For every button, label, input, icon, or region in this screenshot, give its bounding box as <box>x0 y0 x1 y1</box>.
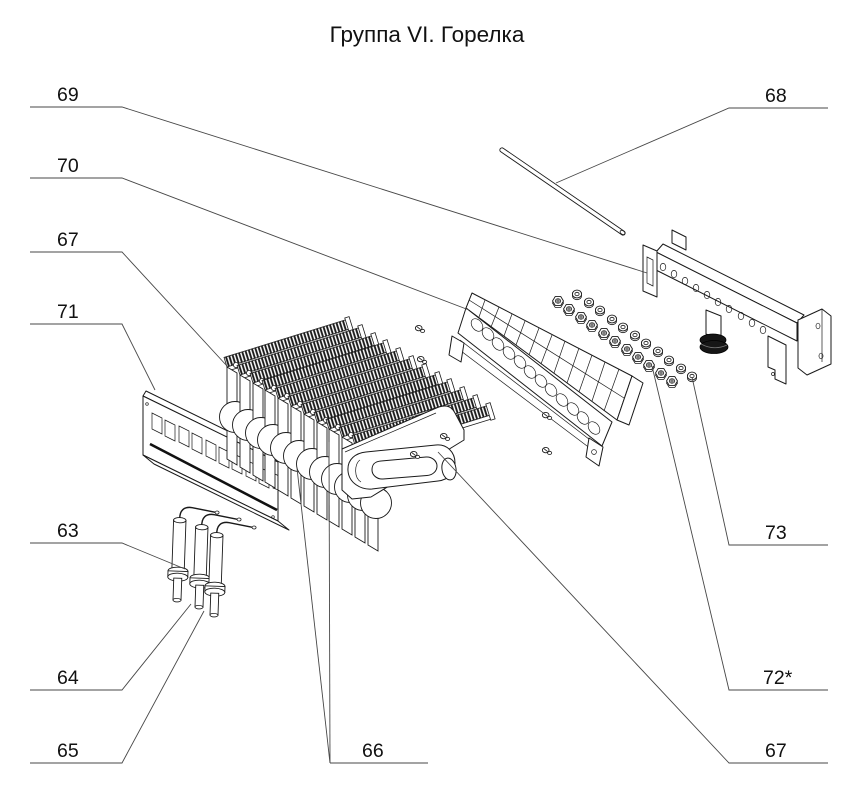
callout-70: 70 <box>57 155 79 177</box>
leader-70 <box>30 177 470 311</box>
leader-66-b <box>328 441 331 764</box>
washer-ring <box>571 289 583 301</box>
callout-leaders <box>30 106 828 764</box>
bracket-slot <box>646 256 654 287</box>
callout-64: 64 <box>57 667 79 689</box>
leader-71 <box>30 323 156 391</box>
part-68-rod <box>499 147 626 236</box>
leader-63 <box>30 542 186 570</box>
burner-tube-assembly <box>341 405 465 500</box>
part-70-burner-top-plate <box>448 292 644 467</box>
part-69-gas-manifold <box>642 229 832 385</box>
leader-72 <box>651 365 828 691</box>
callout-73: 73 <box>765 522 787 544</box>
leader-67-left <box>30 251 228 367</box>
electrode-group <box>166 506 257 620</box>
page-title: Группа VI. Горелка <box>330 22 525 47</box>
callout-67-left: 67 <box>57 229 79 251</box>
leader-65 <box>30 610 205 764</box>
callout-63: 63 <box>57 520 79 542</box>
callout-65: 65 <box>57 740 79 762</box>
callout-68: 68 <box>765 85 787 107</box>
injector-nut <box>552 296 564 308</box>
leader-73 <box>691 376 828 546</box>
callout-labels: 69 70 67 71 63 64 65 66 68 73 72* 67 <box>57 84 793 762</box>
callout-69: 69 <box>57 84 79 106</box>
callout-72: 72* <box>763 667 793 689</box>
leader-67-right <box>437 451 828 764</box>
callout-66: 66 <box>362 740 384 762</box>
electrode <box>203 521 257 620</box>
callout-67-right: 67 <box>765 740 787 762</box>
leader-69 <box>30 106 648 274</box>
screw <box>414 324 426 333</box>
leader-64 <box>30 603 192 691</box>
callout-71: 71 <box>57 301 79 323</box>
leader-68 <box>555 107 828 184</box>
leader-66-a <box>296 467 331 764</box>
